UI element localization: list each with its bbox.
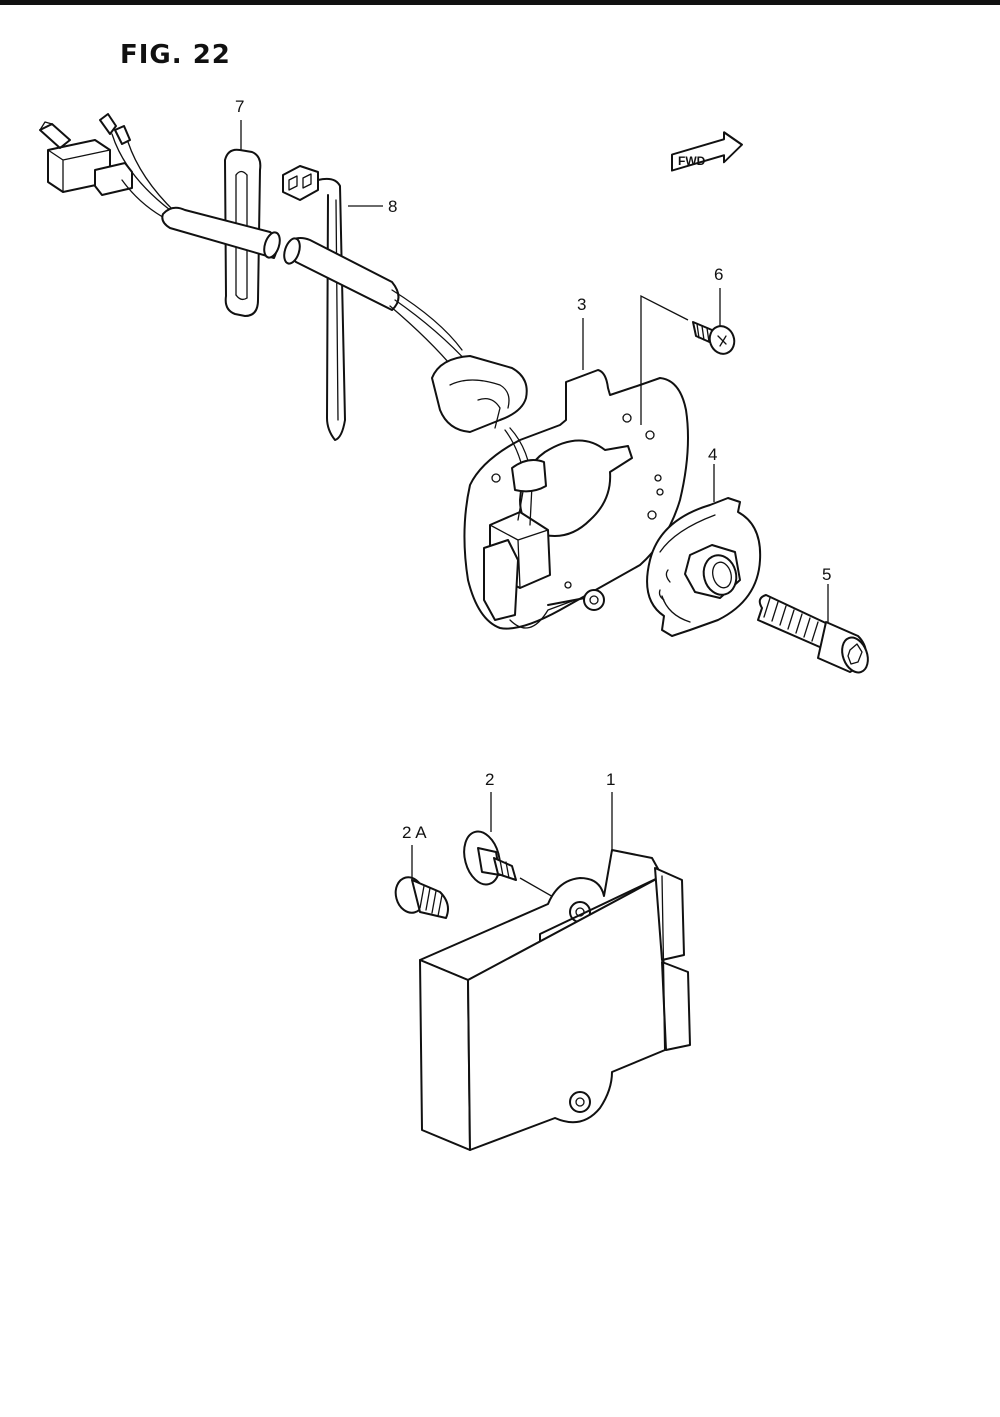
part-6-screw <box>692 288 736 355</box>
part-8-cable-tie <box>282 165 383 441</box>
callout-2: 2 <box>485 770 494 789</box>
callout-5: 5 <box>822 565 831 584</box>
page-top-rule <box>0 0 1000 5</box>
part-5-bolt <box>757 584 869 674</box>
part-4-rotor <box>646 464 762 637</box>
part-3-pulser-plate <box>463 318 689 630</box>
callout-3: 3 <box>577 295 586 314</box>
wire-harness <box>39 113 528 433</box>
callout-1: 1 <box>606 770 615 789</box>
callout-6: 6 <box>714 265 723 284</box>
callout-4: 4 <box>708 445 717 464</box>
part-7-clamp-strap <box>224 120 262 317</box>
callout-7: 7 <box>235 97 244 116</box>
part-2a-bolt <box>394 845 449 919</box>
part-2-screw-washer <box>463 792 563 903</box>
screw-6-guide-line <box>640 294 689 425</box>
fwd-label: FWD <box>678 154 706 168</box>
callout-2a: 2 A <box>402 823 427 842</box>
figure-title: FIG. 22 <box>120 40 231 70</box>
fwd-arrow-badge: FWD <box>671 131 743 172</box>
callout-8: 8 <box>388 197 397 216</box>
part-1-cdi-unit <box>419 792 691 1151</box>
